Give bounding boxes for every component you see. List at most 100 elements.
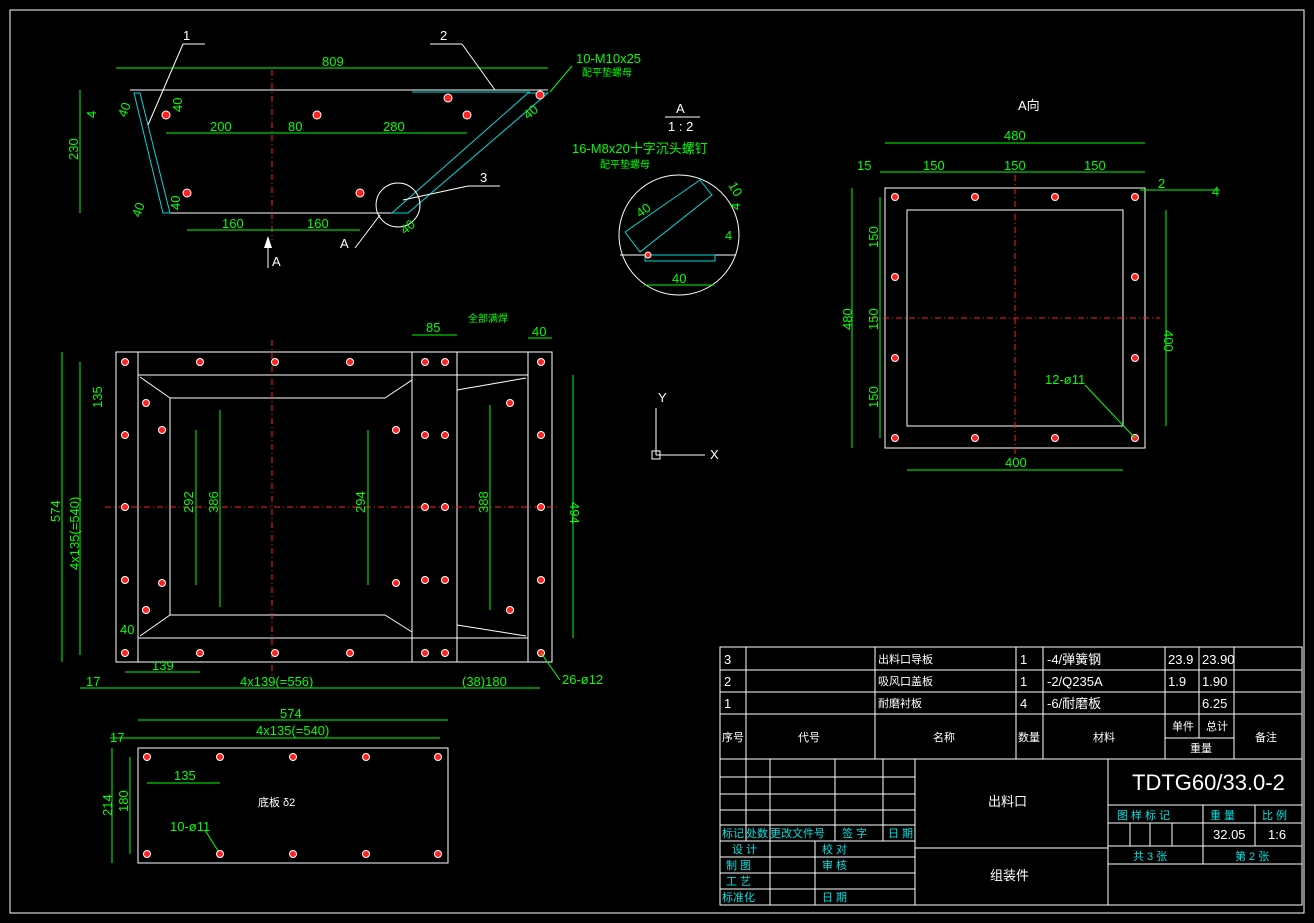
plan-dim-40t: 40 xyxy=(532,324,546,339)
a-dim-480v: 480 xyxy=(840,308,855,330)
bom-header-material: 材料 xyxy=(1093,730,1115,744)
dim-80: 80 xyxy=(288,119,302,134)
dim-280: 280 xyxy=(383,119,405,134)
plan-hole xyxy=(121,649,129,657)
plan-hole xyxy=(421,358,429,366)
plan-note: 全部满焊 xyxy=(468,312,508,325)
plan-dim-17: 17 xyxy=(86,674,100,689)
plan-hole xyxy=(158,426,166,434)
plan-hole xyxy=(537,431,545,439)
plan-hole xyxy=(196,358,204,366)
plan-hole xyxy=(121,576,129,584)
dim-160a: 160 xyxy=(222,216,244,231)
a-dim-150v1: 150 xyxy=(866,226,881,248)
dim-40b: 40 xyxy=(170,98,185,112)
bom-row2-material: -2/Q235A xyxy=(1047,674,1103,689)
role-date: 日 期 xyxy=(822,891,847,904)
dim-40e: 40 xyxy=(520,102,541,123)
part-hole xyxy=(362,850,370,858)
plan-hole xyxy=(537,358,545,366)
detail-dim-4a: 4 xyxy=(725,228,732,243)
role-draft: 制 图 xyxy=(726,859,751,872)
plan-hole xyxy=(441,649,449,657)
callout-3: 3 xyxy=(480,170,487,185)
bom-row2-unit: 1.9 xyxy=(1168,674,1186,689)
bom-header-weight: 重量 xyxy=(1190,741,1212,755)
part-hole xyxy=(362,753,370,761)
part-name: 出料口 xyxy=(988,794,1027,809)
plan-hole xyxy=(421,576,429,584)
section-arrow-a: A xyxy=(272,254,281,269)
plan-hole xyxy=(346,358,354,366)
bom-table: 3 出料口导板 1 -4/弹簧钢 23.9 23.90 2 吸风口盖板 1 -2… xyxy=(719,646,1303,760)
plan-hole xyxy=(421,431,429,439)
plan-hole xyxy=(158,579,166,587)
bom-row3-total: 23.90 xyxy=(1202,652,1235,667)
a-dim-400v: 400 xyxy=(1161,330,1176,352)
dim-4: 4 xyxy=(84,111,99,118)
section-mark-a: A xyxy=(340,236,349,251)
label-scale: 比 例 xyxy=(1262,808,1287,822)
role-process: 工 艺 xyxy=(726,875,751,888)
part-dim-574: 574 xyxy=(280,706,302,721)
bom-row3-qty: 1 xyxy=(1020,652,1027,667)
plan-dim-386: 386 xyxy=(206,491,221,513)
plan-dim-85: 85 xyxy=(426,320,440,335)
part-hole xyxy=(216,850,224,858)
plan-hole xyxy=(142,399,150,407)
plan-hole xyxy=(196,649,204,657)
bom-row2-name: 吸风口盖板 xyxy=(878,674,933,688)
part-label: 底板 δ2 xyxy=(258,795,295,809)
plan-hole xyxy=(421,503,429,511)
plan-hole xyxy=(441,503,449,511)
dim-10-m10-sub: 配平垫螺母 xyxy=(582,66,632,79)
plan-view: 全部满焊 85 40 574 4x135(=540) 135 292 386 xyxy=(48,312,603,689)
plan-dim-292: 292 xyxy=(181,491,196,513)
bom-row3-unit: 23.9 xyxy=(1168,652,1193,667)
part-hole xyxy=(143,753,151,761)
value-scale: 1:6 xyxy=(1268,827,1286,842)
bom-header-total: 总计 xyxy=(1206,719,1228,733)
a-dim-480: 480 xyxy=(1004,128,1026,143)
a-view-title: A向 xyxy=(1018,98,1040,113)
bom-row1-total: 6.25 xyxy=(1202,696,1227,711)
plan-dim-38: (38)180 xyxy=(462,674,507,689)
plan-hole xyxy=(441,576,449,584)
plan-hole xyxy=(121,358,129,366)
detail-dim-10: 10 xyxy=(725,179,745,199)
part-dim-4x135: 4x135(=540) xyxy=(256,723,329,738)
plan-hole xyxy=(441,358,449,366)
bom-header-unit: 单件 xyxy=(1172,720,1194,733)
plan-hole xyxy=(506,606,514,614)
plan-hole xyxy=(392,426,400,434)
plan-dim-40l: 40 xyxy=(120,622,134,637)
a-dim-15: 15 xyxy=(857,158,871,173)
bom-row2-no: 2 xyxy=(724,674,731,689)
bom-row1-material: -6/耐磨板 xyxy=(1047,696,1101,711)
part-hole xyxy=(216,753,224,761)
title-block: TDTG60/33.0-2 图 样 标 记 重 量 比 例 32.05 1:6 … xyxy=(719,758,1303,906)
a-dim-holes: 12-ø11 xyxy=(1045,372,1085,387)
a-dim-150v3: 150 xyxy=(866,386,881,408)
part-dim-holes: 10-ø11 xyxy=(170,819,210,834)
a-dim-400: 400 xyxy=(1005,455,1027,470)
part-dim-180: 180 xyxy=(116,790,131,812)
bom-row3-name: 出料口导板 xyxy=(878,652,933,666)
plan-dim-294: 294 xyxy=(353,491,368,513)
callout-2: 2 xyxy=(440,28,447,43)
plan-hole xyxy=(441,431,449,439)
part-hole xyxy=(434,753,442,761)
plan-dim-494: 494 xyxy=(567,502,582,524)
plan-hole xyxy=(121,503,129,511)
bom-header-no: 序号 xyxy=(722,730,744,744)
a-dim-150b: 150 xyxy=(1004,158,1026,173)
bom-header-note: 备注 xyxy=(1255,730,1277,744)
plan-dim-135: 135 xyxy=(90,386,105,408)
plan-hole xyxy=(271,358,279,366)
drawing-border xyxy=(9,9,1305,914)
bom-row1-no: 1 xyxy=(724,696,731,711)
detail-callout: 16-M8x20十字沉头螺钉 xyxy=(572,141,708,156)
role-review: 审 核 xyxy=(822,858,847,872)
bom-header-code: 代号 xyxy=(798,731,820,744)
a-view: A向 480 15 150 150 150 2 4 480 150 150 15… xyxy=(840,98,1220,471)
